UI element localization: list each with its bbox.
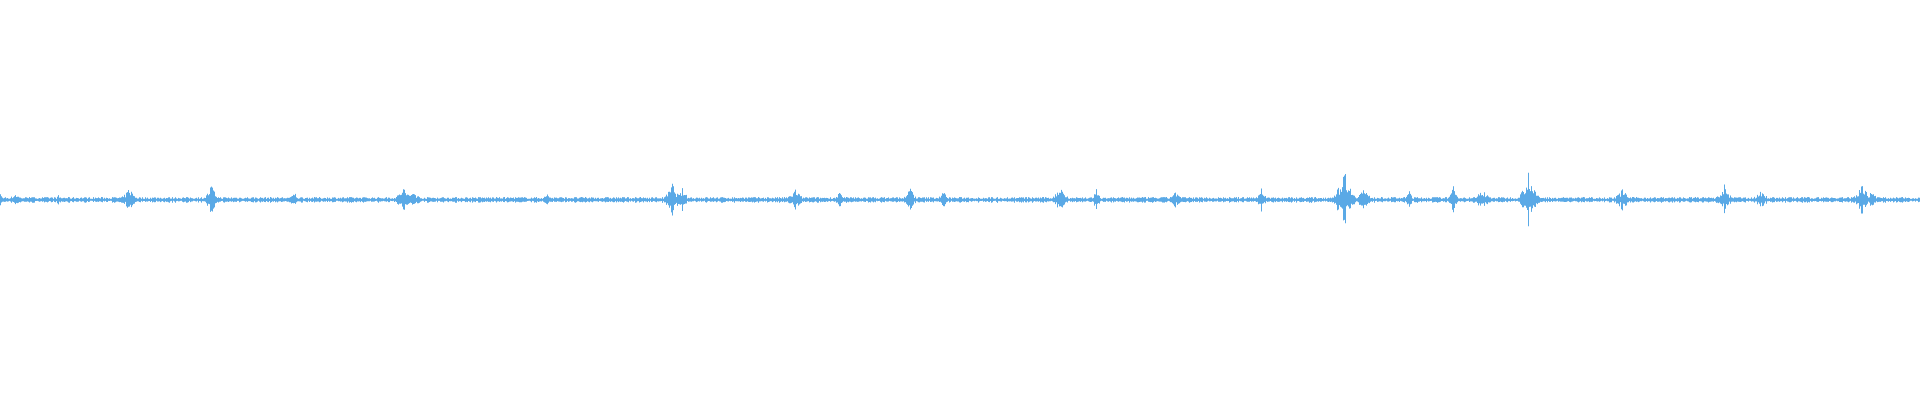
waveform-trace <box>0 172 1920 227</box>
